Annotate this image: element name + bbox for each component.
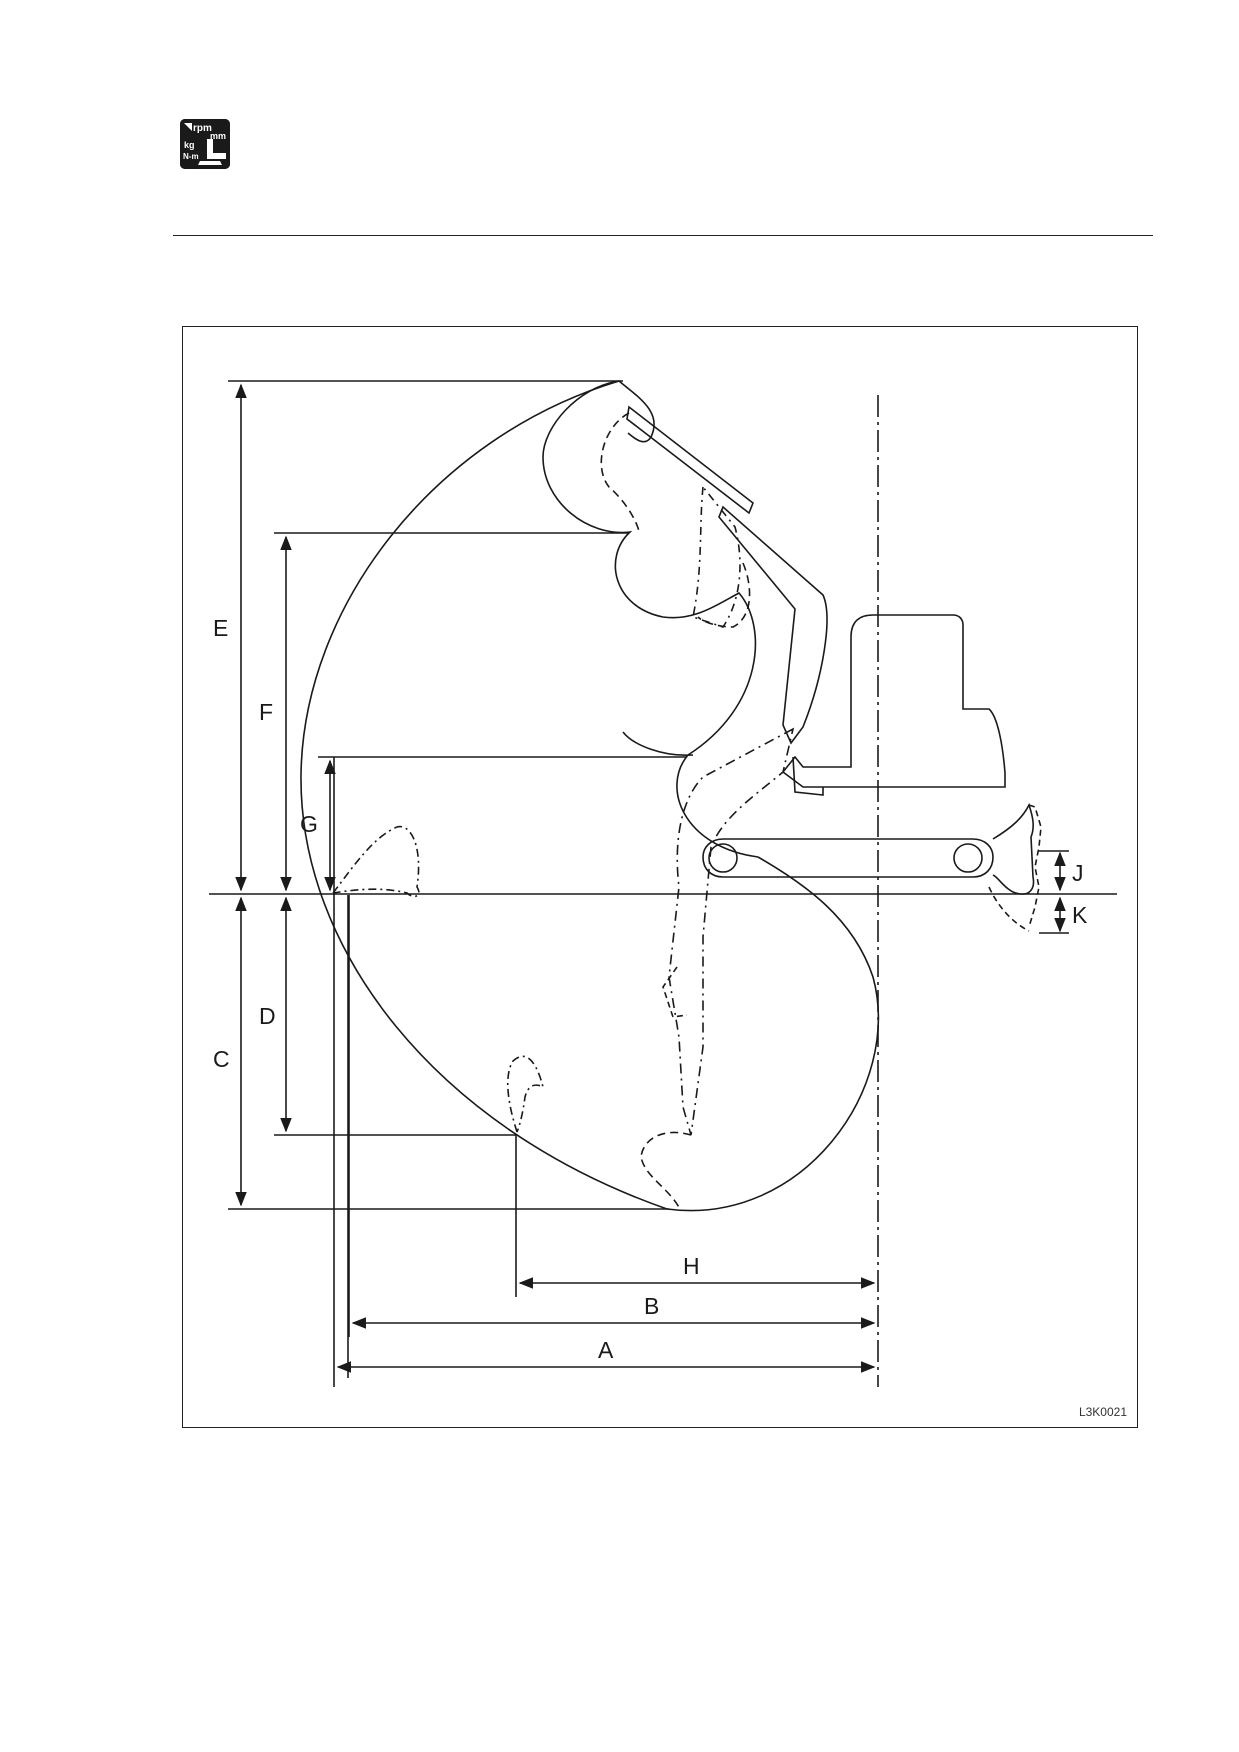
dim-label-g: G [300,811,318,837]
idler-wheel [708,843,738,873]
dim-label-c: C [213,1046,230,1072]
inner-arc-small [622,731,694,756]
icon-text-mm: mm [210,131,226,141]
icon-text-rpm: rpm [193,123,212,134]
figure-code: L3K0021 [1078,1405,1127,1419]
digging-envelope [300,380,879,1212]
bucket-ground-reach [332,825,420,898]
arm-upper [626,405,754,515]
dim-label-e: E [213,615,229,641]
boom-lowered-dashed [668,727,795,1136]
dim-label-d: D [259,1003,276,1029]
working-range-diagram [209,380,1117,1387]
bucket-lowered-dashed [640,1131,692,1210]
bucket-top-curl [618,380,655,443]
arm-lowered-dashed [662,966,688,1018]
dim-label-f: F [259,699,274,725]
sprocket-wheel [953,843,983,873]
dozer-blade-lowered [988,886,1030,932]
dim-label-b: B [644,1293,660,1319]
dim-label-a: A [598,1337,614,1363]
swing-bracket [792,756,824,796]
dim-label-h: H [683,1253,700,1279]
specifications-icon-graphic: rpm mm kg N-m [180,119,230,169]
dozer-blade-range [1028,804,1042,928]
icon-text-nm: N-m [183,152,199,161]
inner-envelope [542,380,759,858]
dim-label-k: K [1072,902,1088,928]
track-frame [702,838,994,878]
bucket-upper-dashed [600,412,640,532]
working-range-figure: E F G D C J K H B A L3K0021 [182,326,1138,1428]
bucket-mid-dashed [697,562,751,628]
upper-structure [781,614,1006,788]
dozer-blade [992,802,1035,895]
bucket-vertical-wall [507,1055,545,1133]
icon-text-kg: kg [184,140,195,150]
specifications-icon: rpm mm kg N-m [180,119,230,169]
header-divider [173,235,1153,236]
boom-upper [718,505,828,745]
dim-label-j: J [1072,860,1084,886]
